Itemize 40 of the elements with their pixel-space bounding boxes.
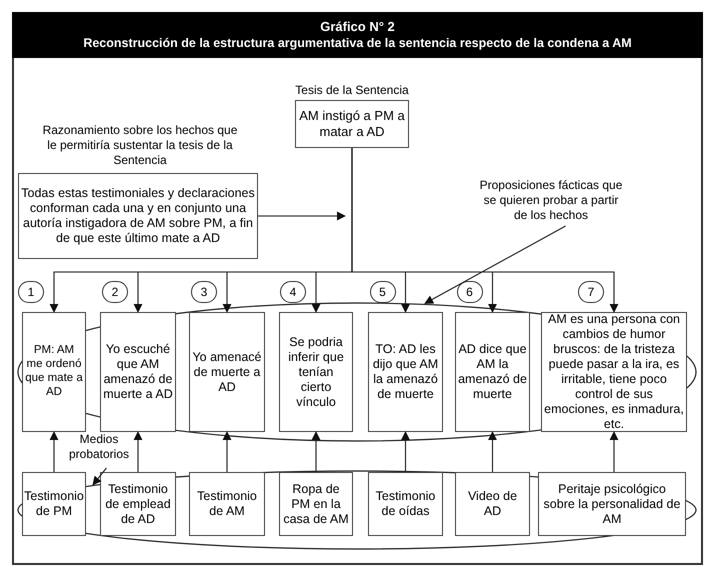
callout-number: 1 xyxy=(18,281,44,303)
arrow xyxy=(424,226,566,304)
arrow xyxy=(258,212,346,220)
arrow xyxy=(312,431,320,472)
evidence-box: Testimonio de oídas xyxy=(368,472,443,536)
callout-number: 3 xyxy=(191,281,217,303)
text-box: AM instigó a PM a matar a AD xyxy=(295,100,409,148)
proposition-box: PM: AM me ordenó que mate a AD xyxy=(22,312,86,432)
arrow xyxy=(92,468,107,486)
proposition-box: TO: AD les dijo que AM la amenazó de muerte xyxy=(368,312,443,432)
annotation-text: Proposiciones fácticas que se quieren probar a partir de los hechos xyxy=(478,178,624,223)
arrow xyxy=(134,431,142,472)
arrow xyxy=(50,431,58,472)
callout-number: 5 xyxy=(370,281,396,303)
heading-text: Razonamiento sobre los hechos que le permitiría sustentar la tesis de la Sentencia xyxy=(42,122,238,168)
annotation-text: Medios probatorios xyxy=(62,432,136,462)
subtitle: Reconstrucción de la estructura argumentativa de la sentencia respecto de la condena a AM xyxy=(83,37,632,50)
callout-number: 7 xyxy=(578,281,604,303)
heading-text: Tesis de la Sentencia xyxy=(294,82,410,98)
proposition-box: AD dice que AM la amenazó de muerte xyxy=(455,312,530,432)
arrow xyxy=(401,431,410,472)
proposition-box: AM es una persona con cambios de humor bruscos: de la tristeza puede pasar a la ira, es irritable, tiene poco control de sus emociones, es inmadura, etc. xyxy=(541,312,687,432)
callout-number: 4 xyxy=(280,281,306,303)
evidence-box: Ropa de PM en la casa de AM xyxy=(279,472,353,536)
text-box: Todas estas testimoniales y declaraciones conforman cada una y en conjunto una autoría instigadora de AM sobre PM, a fin de que este último mate a AD xyxy=(18,173,258,259)
title: Gráfico N° 2 xyxy=(320,20,395,34)
callout-number: 2 xyxy=(102,281,128,303)
callout-number: 6 xyxy=(456,281,482,303)
evidence-box: Peritaje psicológico sobre la personalidad de AM xyxy=(538,472,686,536)
evidence-box: Video de AD xyxy=(455,472,530,536)
arrow xyxy=(351,148,618,313)
proposition-box: Yo amenacé de muerte a AD xyxy=(189,312,265,432)
arrow xyxy=(610,431,618,472)
evidence-box: Testimonio de emplead de AD xyxy=(100,472,176,536)
arrow xyxy=(222,431,232,472)
evidence-box: Testimonio de AM xyxy=(189,472,265,536)
arrow xyxy=(488,431,497,472)
proposition-box: Yo escuché que AM amenazó de muerte a AD xyxy=(100,312,176,432)
proposition-box: Se podria inferir que tenían cierto vínculo xyxy=(279,312,353,432)
evidence-box: Testimonio de PM xyxy=(22,472,86,536)
